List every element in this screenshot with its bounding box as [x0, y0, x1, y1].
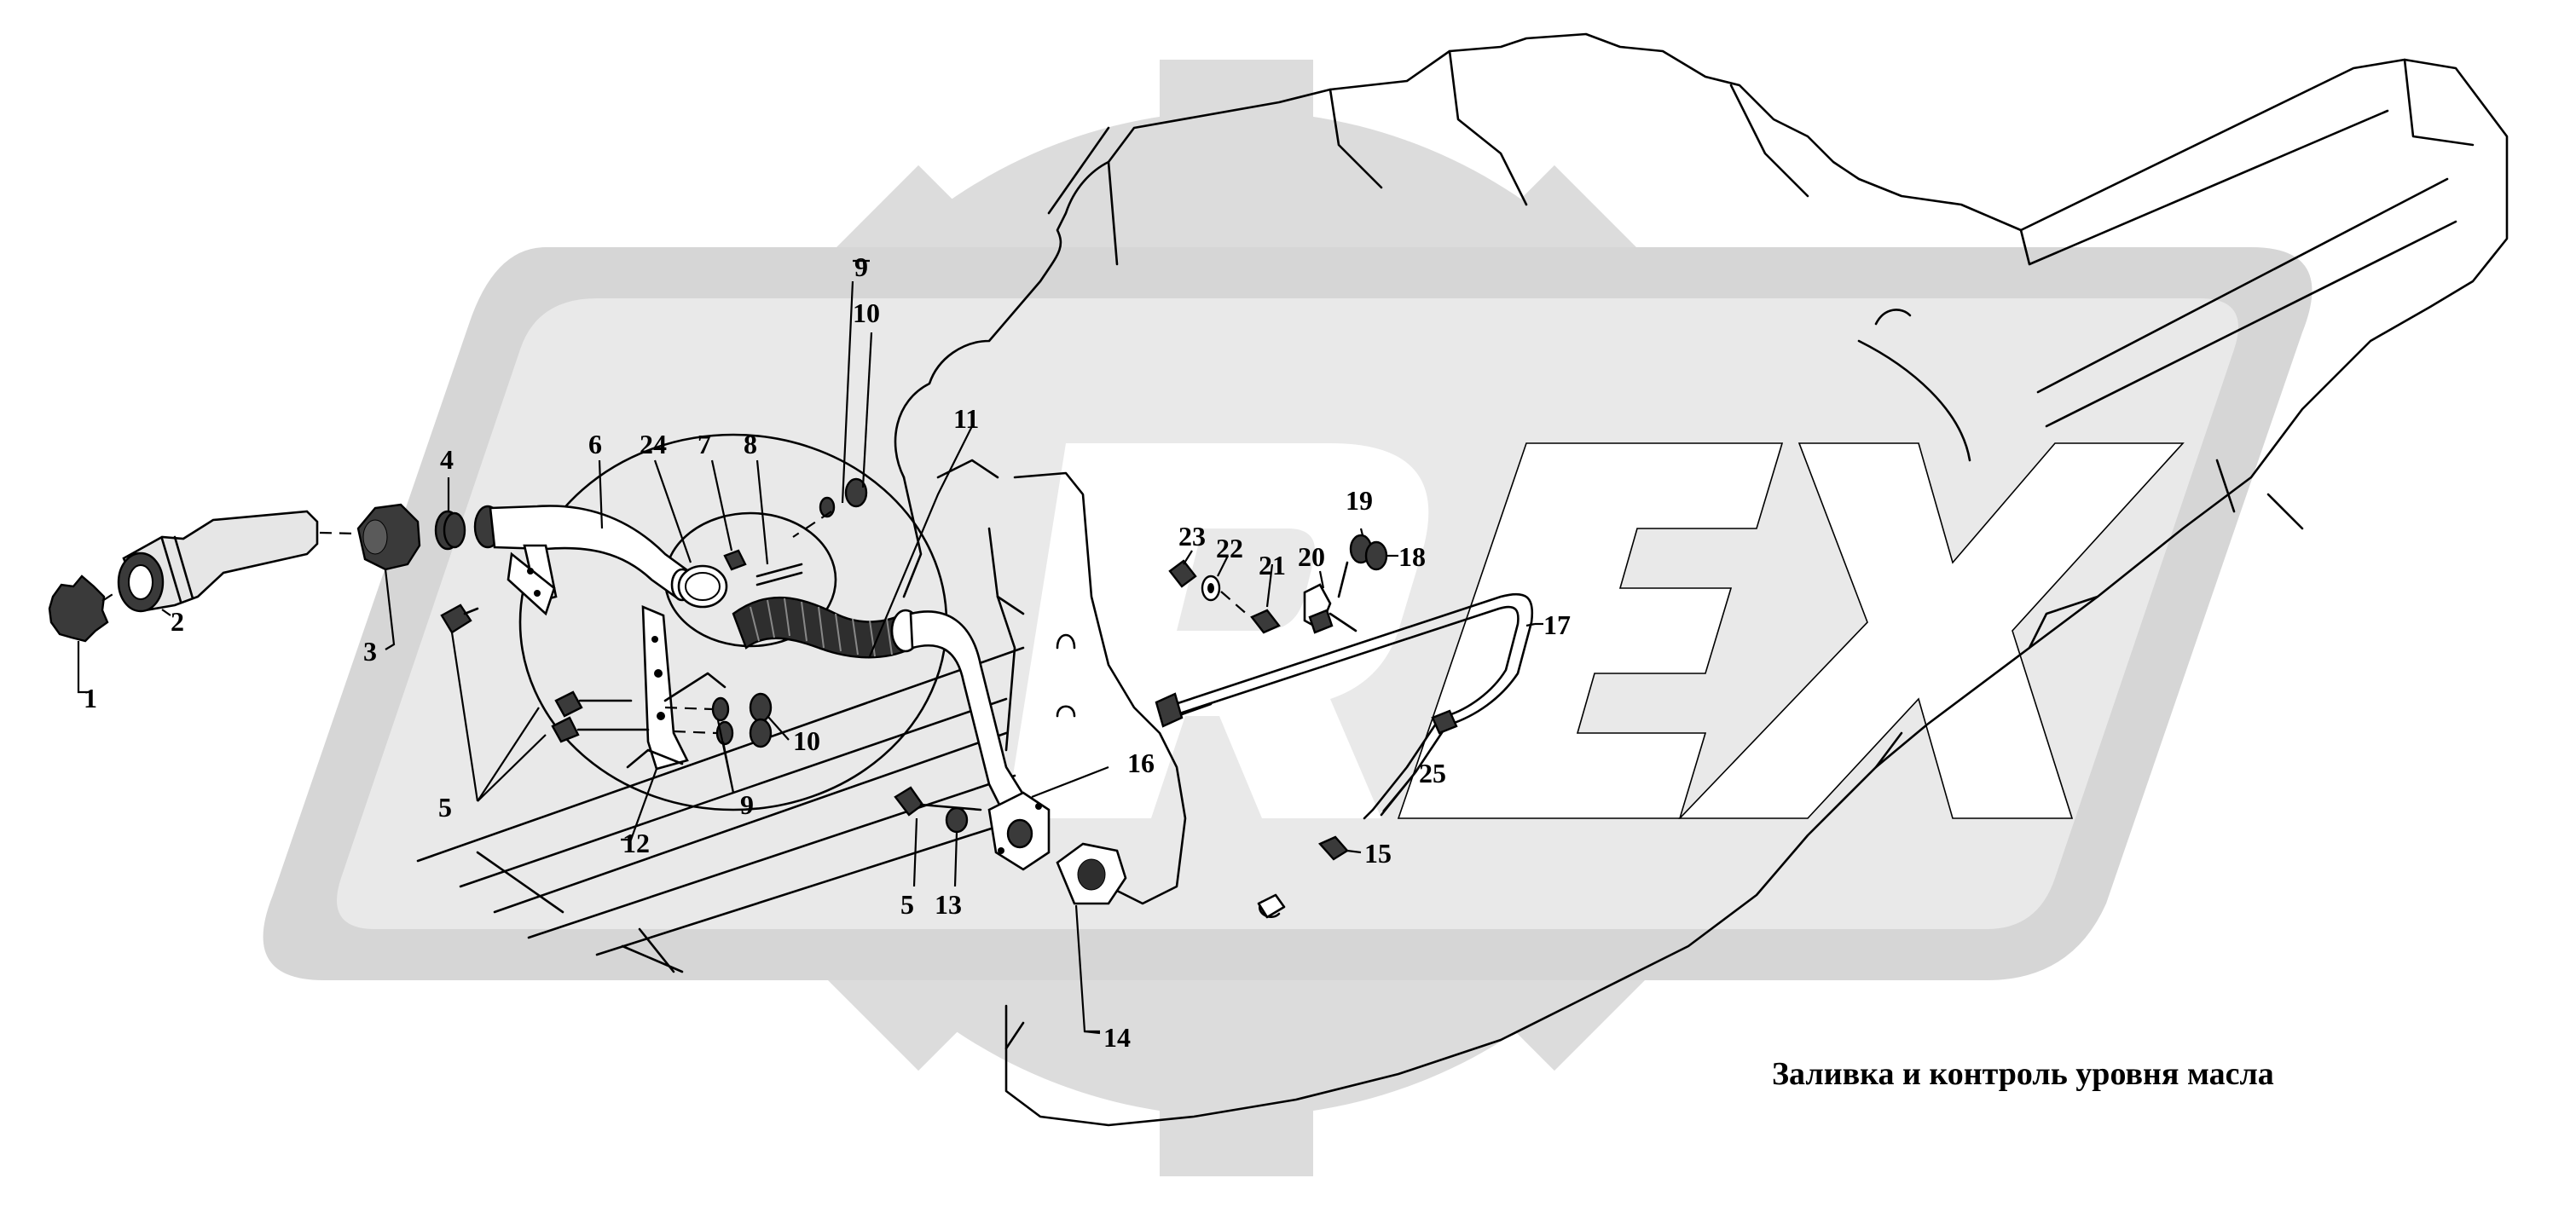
callout-leaders [621, 259, 1416, 1035]
part-2-filler-neck [101, 510, 319, 616]
callout-6: 6 [588, 429, 602, 459]
diagram-caption: Заливка и контроль уровня масла [1772, 1056, 2274, 1092]
callout-9b: 9 [740, 789, 754, 820]
callout-9a: 9 [854, 251, 868, 282]
callout-18: 18 [1398, 541, 1426, 572]
callout-3: 3 [363, 636, 377, 667]
callout-5b: 5 [900, 889, 914, 920]
callout-13: 13 [935, 889, 962, 920]
watermark-letter-r [1006, 443, 1429, 818]
callout-1: 1 [84, 683, 97, 713]
parts-5-13-bottom [894, 786, 982, 887]
callout-8: 8 [744, 429, 757, 459]
callout-10b: 10 [793, 725, 820, 756]
callout-17: 17 [1543, 609, 1571, 640]
callout-23: 23 [1178, 521, 1206, 551]
callout-7: 7 [698, 429, 711, 459]
part-24-clamp [653, 459, 728, 609]
callout-24: 24 [640, 429, 667, 459]
callout-22: 22 [1216, 533, 1243, 563]
callout-5a: 5 [438, 792, 452, 823]
callout-15: 15 [1364, 838, 1392, 869]
callout-4: 4 [440, 444, 454, 475]
parts-18-23 [1168, 528, 1388, 634]
callout-12: 12 [622, 828, 650, 858]
part-15-washer [1257, 835, 1349, 919]
part-1-cap [48, 575, 109, 694]
callout-21: 21 [1259, 550, 1286, 580]
callout-14: 14 [1103, 1022, 1131, 1053]
callout-20: 20 [1298, 541, 1325, 572]
callout-10a: 10 [853, 297, 880, 328]
part-5-bolts-left [440, 603, 650, 802]
watermark-letter-x [1680, 443, 2183, 818]
parts-9-10-upper [792, 280, 873, 538]
transmission-housing [416, 32, 2509, 1127]
callout-16: 16 [1127, 748, 1155, 778]
callout-2: 2 [171, 606, 184, 637]
part-4-washer [434, 477, 466, 551]
watermark [263, 60, 2313, 1176]
parts-9-10-left [664, 692, 790, 794]
callout-19: 19 [1346, 485, 1373, 516]
callout-25: 25 [1419, 758, 1446, 788]
callouts: 1 2 3 4 5 5 6 7 8 9 9 10 10 11 12 13 14 … [84, 251, 1571, 1053]
part-16-flange [987, 765, 1109, 871]
part-3-nut [319, 503, 421, 650]
parts-7-8 [710, 459, 803, 586]
callout-11: 11 [953, 403, 979, 434]
